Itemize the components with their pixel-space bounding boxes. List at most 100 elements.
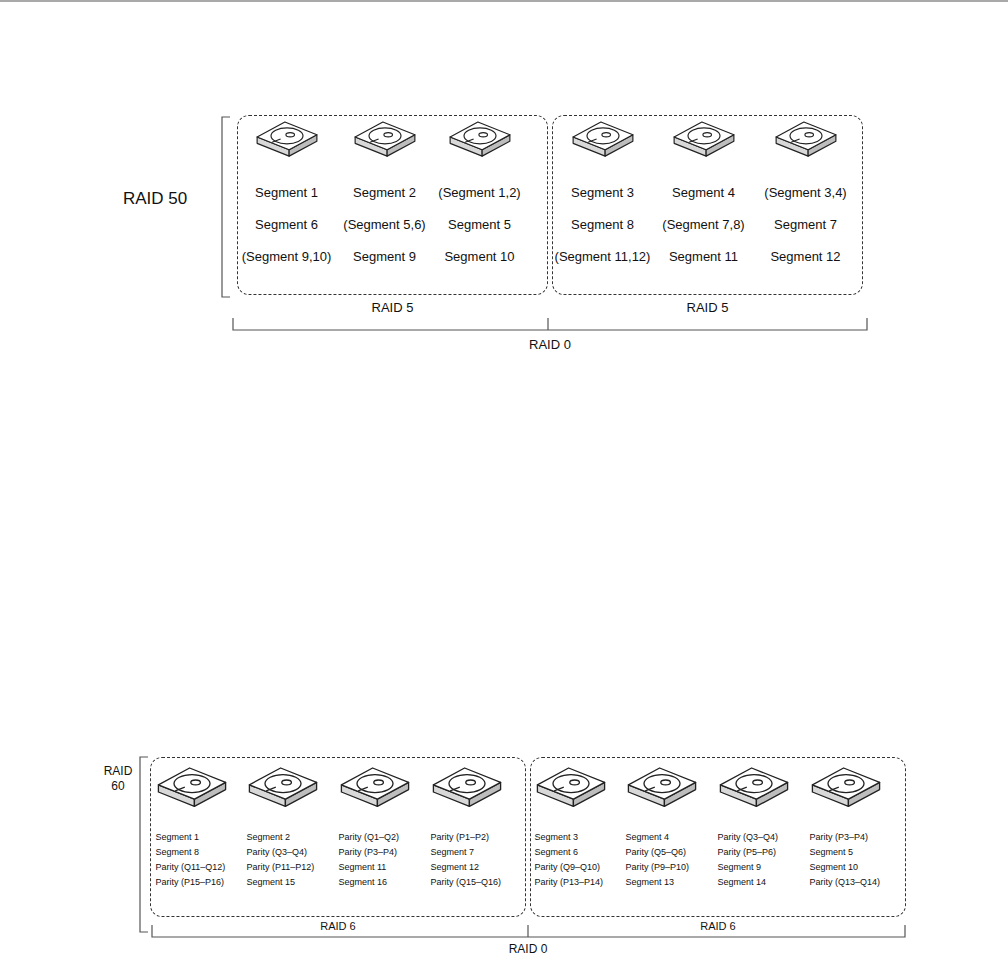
disk-column: Parity (Q1–Q2)Parity (P3–P4)Segment 11Se… <box>339 762 431 890</box>
segment-text: Parity (P5–P6) <box>718 845 810 860</box>
disk-column: Segment 1Segment 6(Segment 9,10) <box>236 118 338 273</box>
segment-text: Parity (Q15–Q16) <box>431 875 523 890</box>
disk-icon <box>810 762 882 810</box>
segment-text: Parity (P15–P16) <box>156 875 248 890</box>
disk-icon <box>448 118 512 158</box>
segment-list: (Segment 1,2)Segment 5Segment 10 <box>429 177 531 273</box>
segment-text: Parity (P3–P4) <box>339 845 431 860</box>
disk-column: Parity (P1–P2)Segment 7Segment 12Parity … <box>431 762 523 890</box>
segment-list: Segment 2(Segment 5,6)Segment 9 <box>334 177 436 273</box>
disk-icon <box>718 762 790 810</box>
segment-text: Segment 8 <box>552 209 654 241</box>
segment-text: Segment 1 <box>236 177 338 209</box>
segment-text: Parity (Q13–Q14) <box>810 875 902 890</box>
disk-icon <box>535 762 607 810</box>
segment-text: Segment 1 <box>156 830 248 845</box>
disk-column: Segment 2(Segment 5,6)Segment 9 <box>334 118 436 273</box>
raid50-bracket <box>222 117 230 297</box>
segment-text: Segment 2 <box>334 177 436 209</box>
disk-column: Segment 3Segment 6Parity (Q9–Q10)Parity … <box>535 762 627 890</box>
segment-text: Segment 6 <box>535 845 627 860</box>
disk-icon <box>571 118 635 158</box>
segment-text: Segment 11 <box>339 860 431 875</box>
segment-list: Segment 1Segment 8Parity (Q11–Q12)Parity… <box>156 830 248 890</box>
segment-text: Parity (P13–P14) <box>535 875 627 890</box>
disk-icon <box>774 118 838 158</box>
disk-icon <box>672 118 736 158</box>
segment-text: Segment 15 <box>247 875 339 890</box>
raid-label: RAID 50 <box>110 188 200 209</box>
segment-text: Segment 10 <box>810 860 902 875</box>
segment-text: Segment 13 <box>626 875 718 890</box>
disk-column: Segment 1Segment 8Parity (Q11–Q12)Parity… <box>156 762 248 890</box>
segment-text: Parity (P11–P12) <box>247 860 339 875</box>
segment-list: (Segment 3,4)Segment 7Segment 12 <box>755 177 857 273</box>
segment-text: Segment 7 <box>431 845 523 860</box>
segment-text: Segment 12 <box>755 241 857 273</box>
disk-icon <box>247 762 319 810</box>
segment-text: Segment 4 <box>653 177 755 209</box>
raid-label: RAID 60 <box>100 764 136 794</box>
raid0-bracket <box>152 925 905 937</box>
segment-text: Segment 4 <box>626 830 718 845</box>
segment-list: Parity (Q3–Q4)Parity (P5–P6)Segment 9Seg… <box>718 830 810 890</box>
segment-list: Parity (P3–P4)Segment 5Segment 10Parity … <box>810 830 902 890</box>
segment-text: Parity (Q3–Q4) <box>718 830 810 845</box>
raid60-bracket <box>140 757 148 932</box>
raid-level-label: RAID 6 <box>531 920 905 932</box>
segment-text: (Segment 9,10) <box>236 241 338 273</box>
segment-text: Segment 9 <box>334 241 436 273</box>
segment-text: (Segment 1,2) <box>429 177 531 209</box>
disk-icon <box>339 762 411 810</box>
disk-column: Segment 4Parity (Q5–Q6)Parity (P9–P10)Se… <box>626 762 718 890</box>
segment-list: Segment 2Parity (Q3–Q4)Parity (P11–P12)S… <box>247 830 339 890</box>
segment-text: Parity (Q1–Q2) <box>339 830 431 845</box>
segment-text: Segment 14 <box>718 875 810 890</box>
raid-label: RAID 0 <box>478 942 578 957</box>
segment-text: Parity (Q11–Q12) <box>156 860 248 875</box>
segment-text: Parity (P1–P2) <box>431 830 523 845</box>
segment-text: (Segment 7,8) <box>653 209 755 241</box>
disk-column: Parity (P3–P4)Segment 5Segment 10Parity … <box>810 762 902 890</box>
segment-list: Parity (Q1–Q2)Parity (P3–P4)Segment 11Se… <box>339 830 431 890</box>
raid-group: RAID 5Segment 1Segment 6(Segment 9,10)Se… <box>237 115 548 295</box>
segment-text: (Segment 11,12) <box>552 241 654 273</box>
disk-column: Segment 3Segment 8(Segment 11,12) <box>552 118 654 273</box>
segment-text: Parity (Q9–Q10) <box>535 860 627 875</box>
disk-column: Segment 4(Segment 7,8)Segment 11 <box>653 118 755 273</box>
segment-text: Segment 11 <box>653 241 755 273</box>
segment-text: Segment 3 <box>552 177 654 209</box>
raid-level-label: RAID 5 <box>238 300 547 315</box>
segment-text: Segment 6 <box>236 209 338 241</box>
segment-text: Segment 5 <box>810 845 902 860</box>
raid-label: RAID 0 <box>480 337 620 353</box>
segment-text: Parity (Q3–Q4) <box>247 845 339 860</box>
disk-icon <box>255 118 319 158</box>
segment-list: Segment 3Segment 6Parity (Q9–Q10)Parity … <box>535 830 627 890</box>
segment-text: (Segment 3,4) <box>755 177 857 209</box>
segment-text: Segment 8 <box>156 845 248 860</box>
raid-group: RAID 6Segment 3Segment 6Parity (Q9–Q10)P… <box>530 757 906 917</box>
segment-text: Segment 9 <box>718 860 810 875</box>
segment-text: Parity (P9–P10) <box>626 860 718 875</box>
disk-column: (Segment 3,4)Segment 7Segment 12 <box>755 118 857 273</box>
segment-list: Segment 4(Segment 7,8)Segment 11 <box>653 177 755 273</box>
raid0-bracket <box>233 318 867 330</box>
segment-list: Segment 4Parity (Q5–Q6)Parity (P9–P10)Se… <box>626 830 718 890</box>
segment-text: Parity (Q5–Q6) <box>626 845 718 860</box>
segment-list: Parity (P1–P2)Segment 7Segment 12Parity … <box>431 830 523 890</box>
segment-text: Parity (P3–P4) <box>810 830 902 845</box>
segment-text: Segment 16 <box>339 875 431 890</box>
disk-icon <box>626 762 698 810</box>
segment-text: Segment 7 <box>755 209 857 241</box>
page-rule <box>0 0 1008 1</box>
disk-column: (Segment 1,2)Segment 5Segment 10 <box>429 118 531 273</box>
segment-text: Segment 3 <box>535 830 627 845</box>
segment-list: Segment 1Segment 6(Segment 9,10) <box>236 177 338 273</box>
raid-level-label: RAID 6 <box>151 920 525 932</box>
disk-column: Parity (Q3–Q4)Parity (P5–P6)Segment 9Seg… <box>718 762 810 890</box>
segment-text: Segment 2 <box>247 830 339 845</box>
disk-column: Segment 2Parity (Q3–Q4)Parity (P11–P12)S… <box>247 762 339 890</box>
raid-level-label: RAID 5 <box>553 300 862 315</box>
raid-group: RAID 5Segment 3Segment 8(Segment 11,12)S… <box>552 115 863 295</box>
